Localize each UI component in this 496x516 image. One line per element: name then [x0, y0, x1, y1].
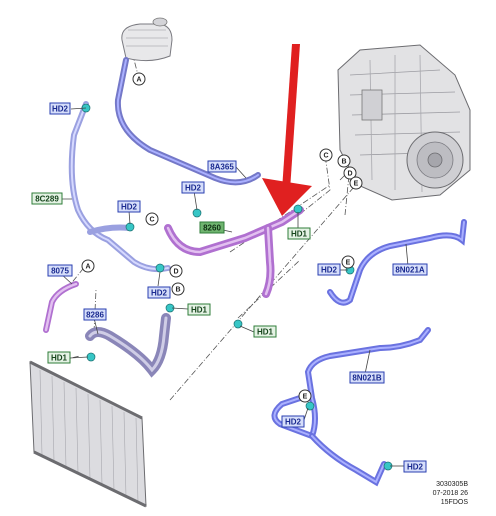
callout-c-engine: C [319, 148, 333, 162]
svg-text:B: B [341, 159, 346, 166]
svg-text:E: E [354, 181, 359, 188]
label-part-8a365: 8A365 [207, 160, 237, 173]
svg-text:HD2: HD2 [121, 203, 138, 212]
label-hd2-lower-pipe-left: HD2 [281, 415, 305, 428]
label-hd2-left-clip: HD2 [117, 200, 141, 213]
callout-b-engine: B [337, 154, 351, 168]
label-hd2-right-pipe: HD2 [317, 263, 341, 276]
footer-date: 07-2018 26 [433, 490, 469, 497]
svg-text:8075: 8075 [51, 267, 69, 276]
engine-block [337, 44, 471, 201]
svg-text:8N021A: 8N021A [395, 266, 425, 275]
label-hd1-left: HD1 [47, 351, 71, 364]
svg-text:HD2: HD2 [285, 418, 302, 427]
svg-text:HD2: HD2 [185, 184, 202, 193]
label-part-8n021a: 8N021A [392, 263, 428, 276]
svg-text:HD2: HD2 [151, 289, 168, 298]
svg-text:HD1: HD1 [191, 306, 208, 315]
footer-ref: 15FDOS [441, 499, 469, 506]
svg-text:D: D [173, 269, 178, 276]
svg-text:HD2: HD2 [321, 266, 338, 275]
svg-text:HD1: HD1 [257, 328, 274, 337]
expansion-tank [121, 17, 173, 62]
footer-code: 3030305B [436, 481, 468, 488]
svg-text:8A365: 8A365 [210, 163, 234, 172]
callout-e-engine: E [349, 176, 363, 190]
label-hd2-lower-pipe-bottom: HD2 [403, 460, 427, 473]
callout-a-mid: A [81, 259, 95, 273]
callout-e-right: E [341, 255, 355, 269]
svg-text:HD2: HD2 [407, 463, 424, 472]
callout-a-top: A [132, 72, 146, 86]
radiator [29, 360, 147, 508]
hose-8c289 [68, 101, 171, 273]
label-hd2-below-d: HD2 [147, 286, 171, 299]
callout-d-engine: D [343, 166, 357, 180]
label-hd1-center: HD1 [253, 325, 277, 338]
label-hd1-mid: HD1 [187, 303, 211, 316]
svg-text:HD2: HD2 [52, 105, 69, 114]
hose-8260 [164, 206, 304, 298]
red-arrow-indicator [262, 44, 312, 216]
hose-8286 [85, 313, 171, 378]
svg-text:A: A [136, 77, 141, 84]
label-part-8c289: 8C289 [31, 192, 63, 205]
label-hd2-top-left: HD2 [49, 102, 71, 115]
label-part-8286: 8286 [83, 308, 107, 321]
footer-reference: 3030305B 07-2018 26 15FDOS [433, 481, 469, 506]
hose-8a365 [114, 57, 261, 186]
svg-text:8260: 8260 [203, 224, 221, 233]
svg-text:B: B [175, 287, 180, 294]
label-part-8n021b: 8N021B [349, 371, 385, 384]
svg-text:E: E [303, 394, 308, 401]
svg-text:8C289: 8C289 [35, 195, 59, 204]
svg-text:HD1: HD1 [51, 354, 68, 363]
callout-c-mid: C [145, 212, 159, 226]
hose-clips [81, 103, 393, 471]
label-hd2-mid: HD2 [181, 181, 205, 194]
label-part-8260: 8260 [199, 221, 225, 234]
label-part-8075: 8075 [47, 264, 73, 277]
svg-text:8286: 8286 [86, 311, 104, 320]
pipe-8n021a [327, 219, 467, 306]
svg-text:E: E [346, 260, 351, 267]
callout-e-lower: E [298, 389, 312, 403]
hose-8075 [43, 281, 79, 333]
svg-text:C: C [149, 217, 154, 224]
svg-text:C: C [323, 153, 328, 160]
label-hd1-top: HD1 [287, 227, 311, 240]
svg-text:D: D [347, 171, 352, 178]
callout-d-mid: D [169, 264, 183, 278]
svg-text:A: A [85, 264, 90, 271]
pipe-8n021b [271, 327, 431, 487]
callout-b-mid: B [171, 282, 185, 296]
svg-text:HD1: HD1 [291, 230, 308, 239]
svg-text:8N021B: 8N021B [352, 374, 382, 383]
